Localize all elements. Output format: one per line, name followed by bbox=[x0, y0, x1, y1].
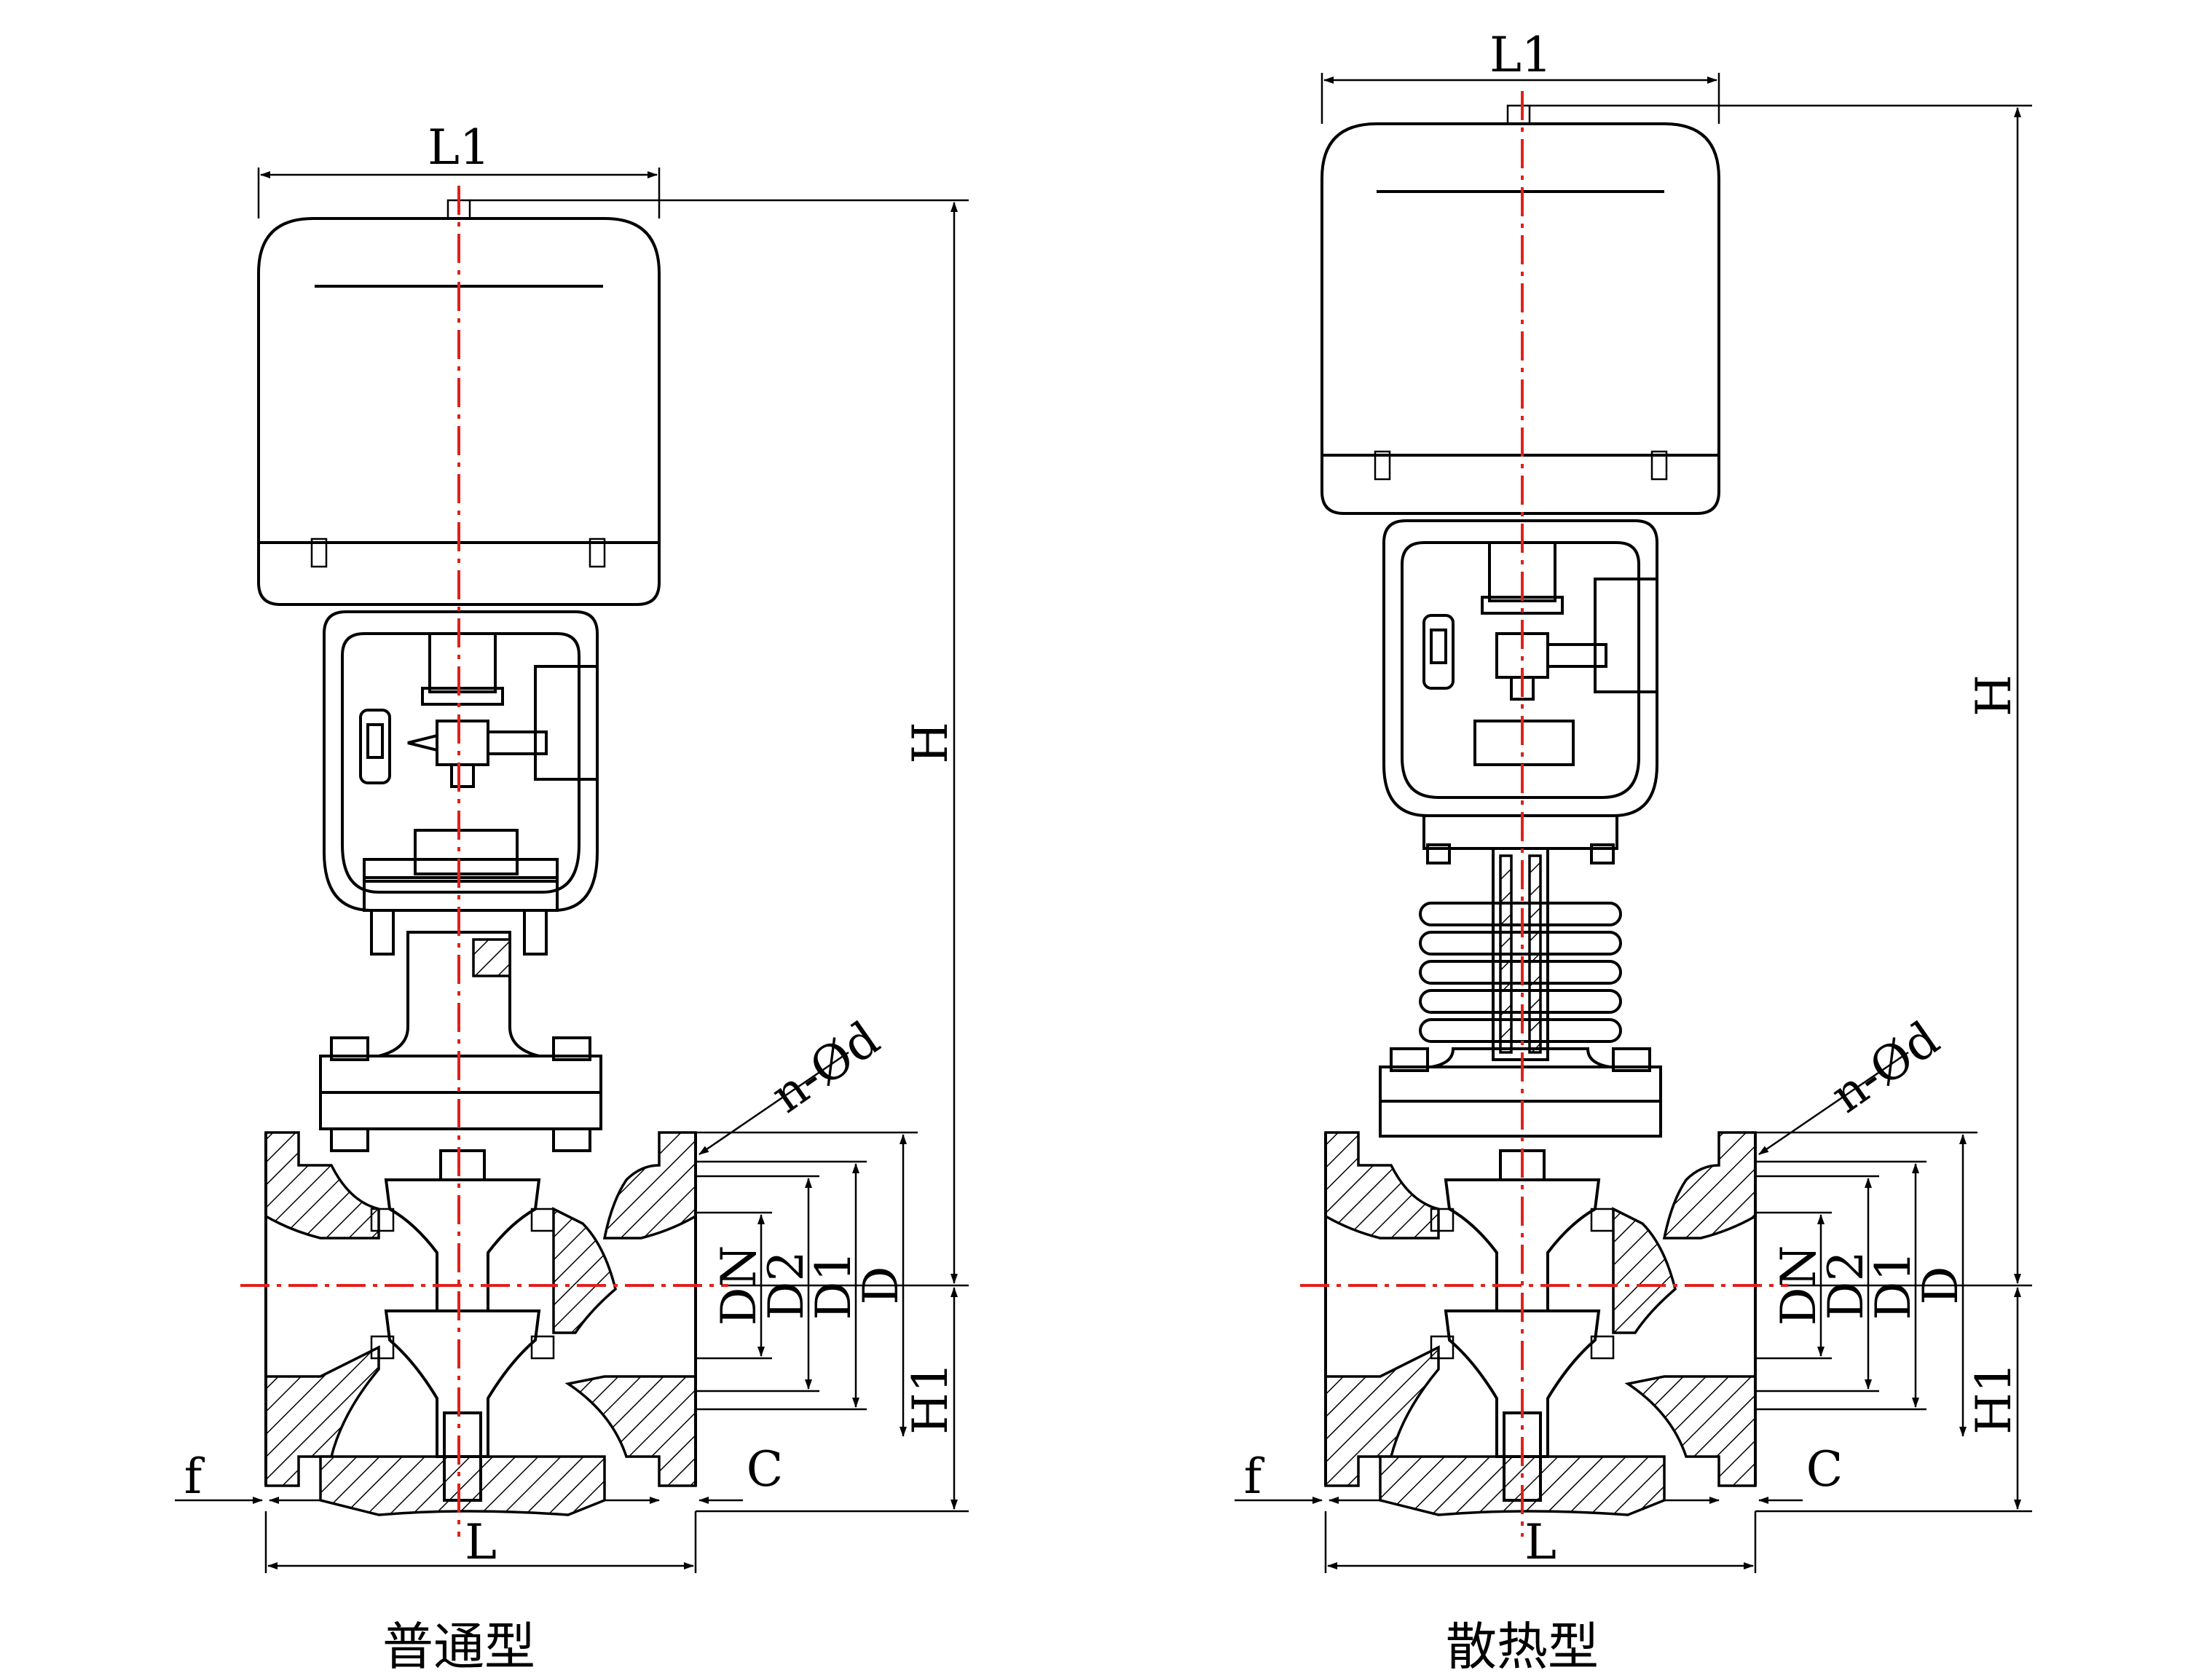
dimensions: L1 H H1 D D1 D2 DN n-Ød bbox=[175, 119, 969, 1573]
heat-dissipation-valve: L1 H H1 D D1 D2 DN n-Ød bbox=[1235, 27, 2032, 1677]
yoke-flange bbox=[1422, 814, 1618, 850]
dim-l1: L1 bbox=[1489, 27, 1552, 83]
dim-d1: D1 bbox=[1865, 1251, 1921, 1320]
caption-heat-dissipation: 散热型 bbox=[1446, 1617, 1599, 1677]
dim-c: C bbox=[1806, 1441, 1843, 1497]
yoke bbox=[323, 610, 599, 912]
dim-n-d: n-Ød bbox=[1821, 1011, 1949, 1124]
dim-h: H bbox=[902, 722, 959, 764]
dim-dn: DN bbox=[1771, 1245, 1827, 1326]
dim-d1: D1 bbox=[806, 1251, 862, 1320]
actuator-housing bbox=[1320, 104, 1720, 515]
dim-f: f bbox=[1244, 1449, 1265, 1505]
dim-n-d: n-Ød bbox=[761, 1011, 889, 1124]
dim-dn: DN bbox=[711, 1245, 767, 1326]
caption-standard: 普通型 bbox=[382, 1617, 535, 1677]
dim-d2: D2 bbox=[1818, 1251, 1874, 1320]
dim-h1: H1 bbox=[902, 1362, 959, 1435]
dim-h1: H1 bbox=[1966, 1362, 2022, 1435]
cooling-fins bbox=[1419, 847, 1622, 1068]
dim-c: C bbox=[747, 1441, 784, 1497]
yoke bbox=[1382, 519, 1658, 817]
dimensions: L1 H H1 D D1 D2 DN n-Ød bbox=[1235, 27, 2032, 1573]
yoke-flange bbox=[363, 876, 559, 912]
dim-h: H bbox=[1966, 674, 2022, 717]
dim-d: D bbox=[853, 1267, 909, 1305]
dim-d2: D2 bbox=[758, 1251, 814, 1320]
valve-body bbox=[1324, 1131, 1757, 1516]
standard-valve: L1 H H1 D D1 D2 DN n-Ød bbox=[175, 119, 969, 1677]
dim-l1: L1 bbox=[428, 119, 490, 176]
dim-f: f bbox=[184, 1449, 205, 1505]
dim-l: L bbox=[465, 1514, 497, 1570]
dim-d: D bbox=[1913, 1267, 1969, 1305]
valve-body bbox=[264, 1131, 697, 1516]
dim-l: L bbox=[1524, 1514, 1556, 1570]
